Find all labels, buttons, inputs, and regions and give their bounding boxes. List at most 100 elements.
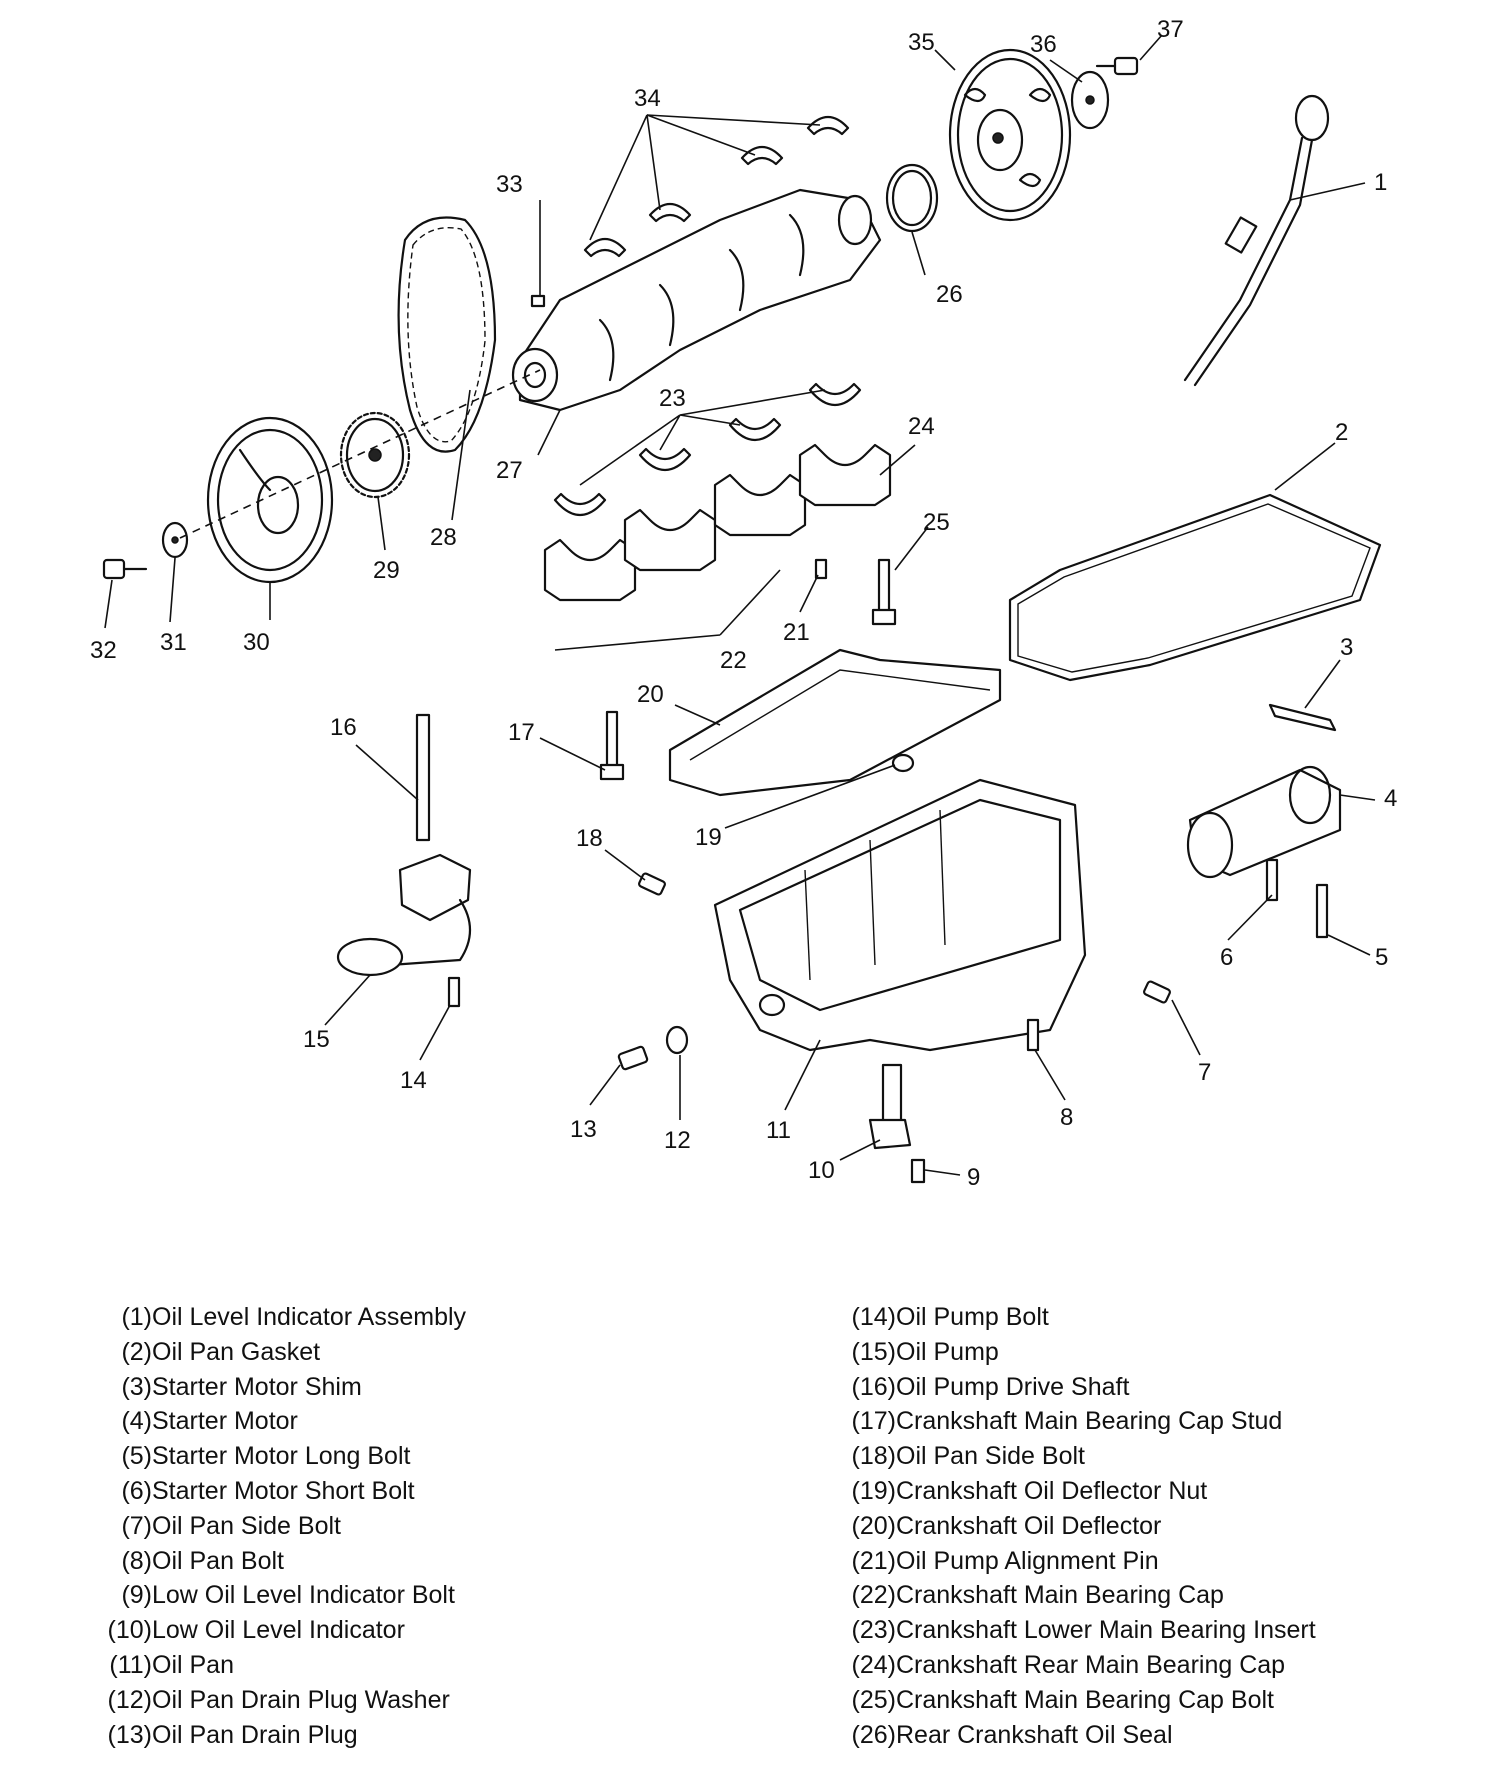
- callout-14: 14: [400, 1067, 427, 1094]
- legend-number: (5): [121, 1442, 152, 1471]
- balancer-part: [206, 416, 334, 584]
- legend-column-left: (1)Oil Level Indicator Assembly (2)Oil P…: [74, 1300, 714, 1752]
- legend-item: (3)Starter Motor Shim: [74, 1370, 714, 1405]
- legend-label: Starter Motor Short Bolt: [152, 1476, 415, 1505]
- legend-item: (15)Oil Pump: [818, 1335, 1478, 1370]
- legend-label: Oil Pump Alignment Pin: [896, 1546, 1159, 1575]
- parts-legend: (1)Oil Level Indicator Assembly (2)Oil P…: [0, 1300, 1504, 1766]
- legend-item: (5)Starter Motor Long Bolt: [74, 1439, 714, 1474]
- main-cap-bolt-part: [871, 558, 897, 626]
- callout-24: 24: [908, 413, 935, 440]
- legend-number: (17): [851, 1407, 896, 1436]
- flywheel-bolt-part: [1095, 56, 1139, 76]
- legend-number: (14): [851, 1303, 896, 1331]
- callout-34: 34: [634, 85, 661, 112]
- oil-level-indicator-part: [1183, 94, 1330, 387]
- low-oil-indicator-bolt-part: [910, 1158, 926, 1184]
- callout-19: 19: [695, 824, 722, 851]
- legend-label: Oil Pan Bolt: [152, 1546, 285, 1575]
- legend-label: Crankshaft Main Bearing Cap Stud: [896, 1407, 1283, 1436]
- exploded-view-diagram: 1 2 3 4 5 6 7 8 9 10 11 12 13 14 15 16 1…: [90, 16, 1397, 1191]
- legend-label: Oil Pan Drain Plug Washer: [152, 1685, 450, 1714]
- callout-20: 20: [637, 681, 664, 708]
- legend-label: Crankshaft Oil Deflector: [896, 1511, 1162, 1540]
- legend-label: Oil Pan: [152, 1650, 234, 1679]
- drain-plug-part: [617, 1045, 649, 1071]
- legend-number: (7): [121, 1511, 152, 1540]
- callout-23: 23: [659, 385, 686, 412]
- callout-33: 33: [496, 171, 523, 198]
- legend-item: (12)Oil Pan Drain Plug Washer: [74, 1683, 714, 1718]
- legend-number: (8): [121, 1546, 152, 1575]
- callout-15: 15: [303, 1026, 330, 1053]
- legend-number: (22): [851, 1581, 896, 1610]
- callout-36: 36: [1030, 31, 1057, 58]
- legend-label: Starter Motor Long Bolt: [152, 1442, 411, 1471]
- legend-number: (11): [109, 1650, 152, 1679]
- callout-18: 18: [576, 825, 603, 852]
- callout-31: 31: [160, 629, 187, 656]
- callout-37: 37: [1157, 16, 1184, 43]
- legend-label: Crankshaft Oil Deflector Nut: [896, 1476, 1208, 1505]
- legend-number: (19): [851, 1476, 896, 1505]
- callout-12: 12: [664, 1127, 691, 1154]
- legend-label: Oil Pan Drain Plug: [152, 1720, 358, 1749]
- callout-26: 26: [936, 281, 963, 308]
- legend-number: (24): [851, 1650, 896, 1679]
- oil-deflector-part: [668, 648, 1002, 797]
- callout-27: 27: [496, 457, 523, 484]
- starter-long-bolt-part: [1315, 883, 1329, 939]
- legend-item: (17)Crankshaft Main Bearing Cap Stud: [818, 1404, 1478, 1439]
- crank-key-part: [530, 294, 546, 308]
- callout-8: 8: [1060, 1104, 1073, 1131]
- starter-motor-part: [1186, 765, 1342, 879]
- legend-item: (20)Crankshaft Oil Deflector: [818, 1509, 1478, 1544]
- legend-item: (26)Rear Crankshaft Oil Seal: [818, 1718, 1478, 1753]
- legend-number: (3): [121, 1372, 152, 1401]
- leader-lines: [104, 34, 1376, 1176]
- legend-item: (13)Oil Pan Drain Plug: [74, 1718, 714, 1753]
- legend-number: (4): [121, 1407, 152, 1436]
- callout-28: 28: [430, 524, 457, 551]
- legend-column-right: (14)Oil Pump Bolt (15)Oil Pump (16)Oil P…: [818, 1300, 1478, 1752]
- starter-shim-part: [1268, 703, 1337, 732]
- legend-label: Oil Pan Side Bolt: [152, 1511, 341, 1540]
- callout-21: 21: [783, 619, 810, 646]
- oil-pan-bolt-part: [1026, 1018, 1040, 1052]
- legend-item: (4)Starter Motor: [74, 1404, 714, 1439]
- legend-label: Oil Pump Drive Shaft: [896, 1372, 1130, 1401]
- legend-number: (2): [121, 1337, 152, 1366]
- callout-25: 25: [923, 509, 950, 536]
- legend-item: (2)Oil Pan Gasket: [74, 1335, 714, 1370]
- legend-number: (18): [851, 1442, 896, 1471]
- callout-4: 4: [1384, 785, 1397, 812]
- legend-number: (21): [851, 1546, 896, 1575]
- legend-number: (15): [851, 1337, 896, 1366]
- rear-main-bearing-cap-part: [798, 443, 892, 507]
- legend-item: (18)Oil Pan Side Bolt: [818, 1439, 1478, 1474]
- callout-10: 10: [808, 1157, 835, 1184]
- legend-number: (6): [121, 1476, 152, 1505]
- callout-labels: 1 2 3 4 5 6 7 8 9 10 11 12 13 14 15 16 1…: [90, 16, 1397, 1191]
- callout-11: 11: [766, 1117, 791, 1144]
- starter-short-bolt-part: [1265, 858, 1279, 902]
- oil-pump-bolt-part: [447, 976, 461, 1008]
- legend-item: (10)Low Oil Level Indicator: [74, 1613, 714, 1648]
- oil-pan-side-bolt-18-part: [638, 872, 666, 896]
- crank-sprocket-part: [339, 411, 411, 499]
- legend-item: (6)Starter Motor Short Bolt: [74, 1474, 714, 1509]
- flywheel-part: [948, 48, 1072, 222]
- legend-label: Crankshaft Main Bearing Cap Bolt: [896, 1685, 1274, 1714]
- legend-item: (25)Crankshaft Main Bearing Cap Bolt: [818, 1683, 1478, 1718]
- legend-item: (22)Crankshaft Main Bearing Cap: [818, 1578, 1478, 1613]
- callout-3: 3: [1340, 634, 1353, 661]
- callout-7: 7: [1198, 1059, 1211, 1086]
- callout-2: 2: [1335, 419, 1348, 446]
- legend-number: (23): [851, 1616, 896, 1645]
- legend-item: (16)Oil Pump Drive Shaft: [818, 1370, 1478, 1405]
- rear-oil-seal-part: [885, 163, 939, 233]
- balancer-washer-part: [161, 521, 189, 559]
- oil-pan-part: [713, 778, 1087, 1052]
- legend-number: (20): [851, 1511, 896, 1540]
- balancer-bolt-part: [102, 558, 148, 580]
